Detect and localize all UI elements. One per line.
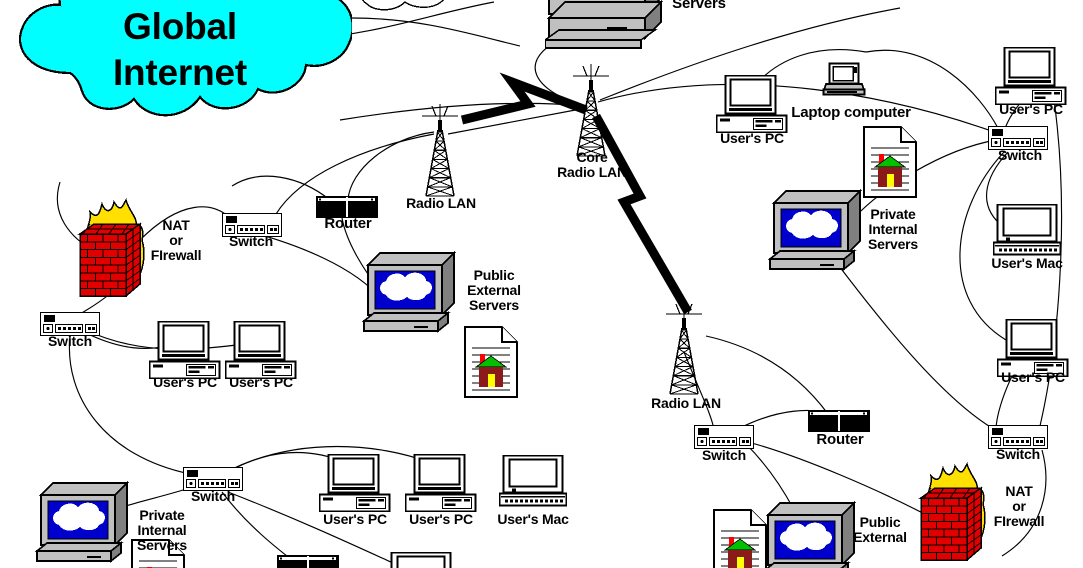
- label-switch-top-left: Switch: [229, 233, 273, 249]
- label-router-right: Router: [816, 431, 864, 448]
- label-router-left: Router: [324, 215, 372, 232]
- desktop-pc-icon: [225, 321, 297, 379]
- web-page-document-icon: [464, 326, 518, 398]
- desktop-pc-icon: [319, 454, 391, 512]
- link-internet-cloud-to-servers-top: [351, 17, 521, 47]
- mac-computer-icon: [993, 204, 1061, 256]
- link-internet-cloud-to-tower-core: [339, 102, 585, 121]
- desktop-pc-icon: [995, 47, 1067, 105]
- label-switch-mid-left: Switch: [48, 333, 92, 349]
- label-tower-left: Radio LAN: [406, 195, 476, 211]
- desktop-pc-icon: [997, 319, 1069, 377]
- mac-computer-icon: [499, 455, 567, 507]
- link-tower-core-to-tower-left: [447, 107, 587, 135]
- label-servers-private-rt: Private Internal Servers: [868, 206, 918, 252]
- desktop-pc-icon: [716, 75, 788, 133]
- link-router-right-to-tower-lower: [705, 335, 829, 415]
- router-icon: [808, 410, 870, 432]
- mac-computer-icon: [387, 552, 455, 568]
- web-page-document-icon: [131, 539, 185, 568]
- label-pc-far-right-top: User's PC: [999, 101, 1063, 117]
- server-computer-icon: [362, 247, 462, 333]
- link-servers-private-rt-to-switch-right: [835, 261, 993, 429]
- switch-icon: [988, 425, 1048, 449]
- desktop-pc-icon: [405, 454, 477, 512]
- router-icon: [277, 555, 339, 568]
- cloud-icon: [357, 0, 453, 16]
- switch-icon: [40, 312, 100, 336]
- radio-tower-icon: [662, 298, 706, 398]
- label-mac-bottom: User's Mac: [497, 511, 569, 527]
- label-servers-private-lf: Private Internal Servers: [137, 507, 187, 553]
- switch-icon: [183, 467, 243, 491]
- label-servers-top: Servers: [672, 0, 726, 12]
- label-pc-left-a: User's PC: [153, 374, 217, 390]
- server-stack-icon: [545, 0, 663, 50]
- label-pc-bottom-a: User's PC: [323, 511, 387, 527]
- radio-tower-icon: [569, 60, 613, 160]
- label-switch-bottom-left: Switch: [191, 488, 235, 504]
- firewall-brick-icon: [913, 462, 993, 568]
- label-laptop: Laptop computer: [791, 104, 911, 121]
- server-computer-icon: [768, 185, 868, 271]
- label-servers-public-left: Public External Servers: [467, 267, 521, 313]
- radio-tower-icon: [418, 100, 462, 200]
- web-page-document-icon: [713, 509, 767, 568]
- label-tower-lower: Radio LAN: [651, 395, 721, 411]
- label-switch-top-right: Switch: [998, 147, 1042, 163]
- label-pc-far-right-bot: User's PC: [1001, 369, 1065, 385]
- switch-icon: [222, 213, 282, 237]
- label-firewall-right: NAT or FIrewall: [993, 483, 1045, 529]
- label-servers-public-rt: Public External: [853, 514, 907, 545]
- router-icon: [316, 196, 378, 218]
- firewall-brick-icon: [72, 198, 152, 306]
- label-tower-core: Core Radio LAN: [557, 149, 627, 180]
- link-tower-core-to-tower-left: [460, 72, 588, 125]
- label-firewall-left: NAT or FIrewall: [150, 217, 202, 263]
- desktop-pc-icon: [149, 321, 221, 379]
- web-page-document-icon: [863, 126, 917, 198]
- switch-icon: [988, 126, 1048, 150]
- label-switch-right: Switch: [996, 446, 1040, 462]
- laptop-icon: [822, 62, 866, 96]
- switch-icon: [694, 425, 754, 449]
- label-pc-left-b: User's PC: [229, 374, 293, 390]
- label-mac-right: User's Mac: [991, 255, 1063, 271]
- label-internet-cloud: Global Internet: [112, 6, 248, 93]
- server-computer-icon: [762, 497, 862, 568]
- internet-cloud-icon: [8, 0, 352, 175]
- label-pc-bottom-b: User's PC: [409, 511, 473, 527]
- server-computer-icon: [35, 477, 135, 563]
- label-switch-bottom-mid: Switch: [702, 447, 746, 463]
- label-pc-top-right: User's PC: [720, 130, 784, 146]
